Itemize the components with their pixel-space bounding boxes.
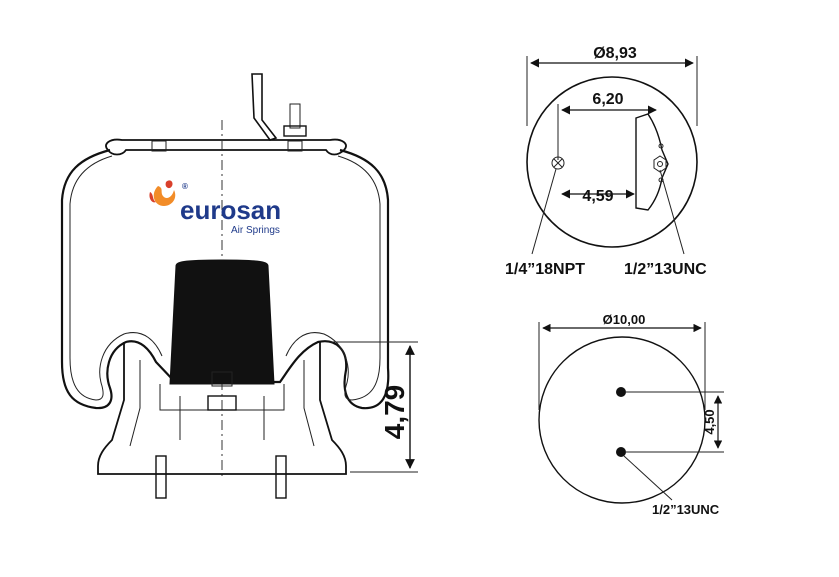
bracket-hole-a: [658, 143, 664, 149]
top-nut: [283, 125, 307, 137]
plate-slot-right: [287, 140, 303, 152]
registered-icon: ®: [182, 182, 188, 191]
top-stud-nut-icon: [653, 155, 667, 173]
top-bracket: [251, 73, 278, 141]
top-stud: [289, 103, 301, 129]
bottom-plate-circle: [538, 336, 706, 504]
bottom-stud-callout: 1/2”13UNC: [652, 502, 720, 517]
top-offset-label: 4,59: [582, 188, 613, 205]
bottom-bolt-hole-lower: [616, 447, 626, 457]
piston: [169, 259, 275, 385]
top-bead-plate: [105, 138, 347, 156]
bottom-bolt-hole-upper: [616, 387, 626, 397]
air-fitting-hole: [551, 156, 565, 170]
bottom-stud-right: [275, 455, 287, 499]
bottom-plate-diameter-label: Ø10,00: [603, 312, 646, 327]
bottom-stud-leader: [623, 455, 673, 501]
height-label: 4,79: [379, 385, 410, 440]
piston-bolt: [211, 371, 233, 387]
top-bolt-spacing-label: 6,20: [592, 91, 623, 108]
brand-tagline: Air Springs: [231, 225, 280, 236]
top-stud-center: [657, 161, 663, 167]
top-plate-view: Ø8,93 6,20 4,59 1/4”18NPT 1/2”13UNC: [505, 45, 707, 278]
side-view: 4,79 ® eurosan Air Springs: [60, 73, 418, 499]
bottom-bolt-spacing-label: 4,50: [702, 409, 717, 434]
brand-logo: ® eurosan Air Springs: [149, 180, 281, 236]
top-plate-diameter-label: Ø8,93: [593, 45, 637, 62]
air-fitting-callout: 1/4”18NPT: [505, 261, 585, 278]
plate-slot-left: [151, 140, 167, 152]
bottom-plate-view: Ø10,00 4,50 1/2”13UNC: [538, 312, 724, 517]
top-plate-circle: [526, 76, 698, 248]
piston-nut: [207, 395, 237, 411]
bracket-top-view: [635, 113, 669, 211]
top-stud-callout: 1/2”13UNC: [624, 261, 707, 278]
brand-name: eurosan: [180, 195, 281, 225]
top-stud-leader: [659, 169, 685, 255]
air-fitting-cross-b: [553, 158, 563, 168]
pedestal: [97, 342, 347, 475]
bellows-inner: [69, 155, 381, 401]
bottom-stud-left: [155, 455, 167, 499]
air-fitting-leader: [531, 168, 557, 255]
flame-logo-icon: [149, 180, 176, 206]
